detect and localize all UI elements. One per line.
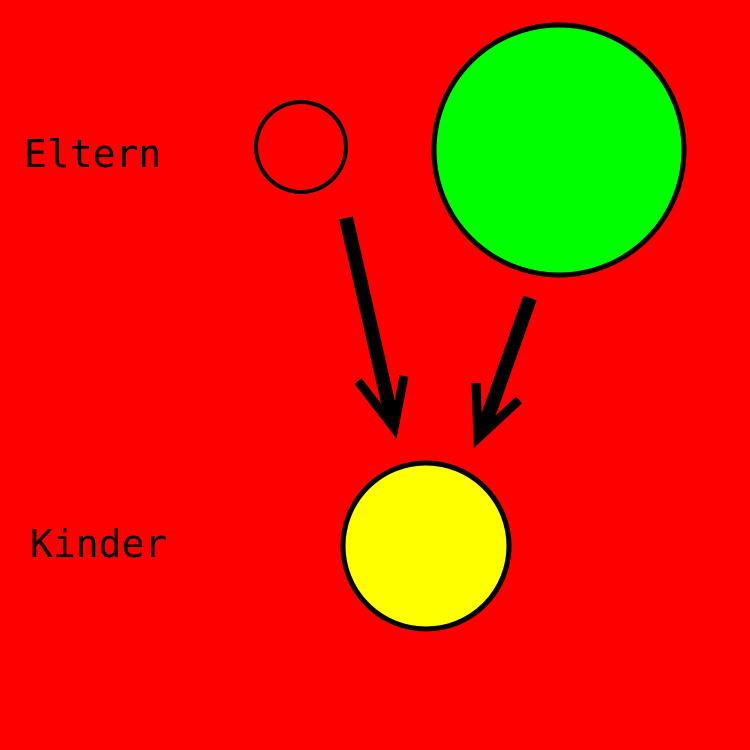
arrow-shaft — [339, 216, 399, 422]
arrow-parent-large-to-child — [471, 295, 537, 448]
arrow-shaft — [476, 295, 537, 433]
arrow-parent-small-to-child — [339, 216, 409, 439]
parent-small-circle — [254, 100, 348, 194]
arrowhead — [471, 382, 523, 448]
children-label: Kinder — [30, 522, 167, 566]
parents-label: Eltern — [24, 132, 161, 176]
arrowhead — [354, 375, 409, 439]
parent-large-circle — [431, 22, 687, 278]
child-circle — [340, 460, 512, 632]
